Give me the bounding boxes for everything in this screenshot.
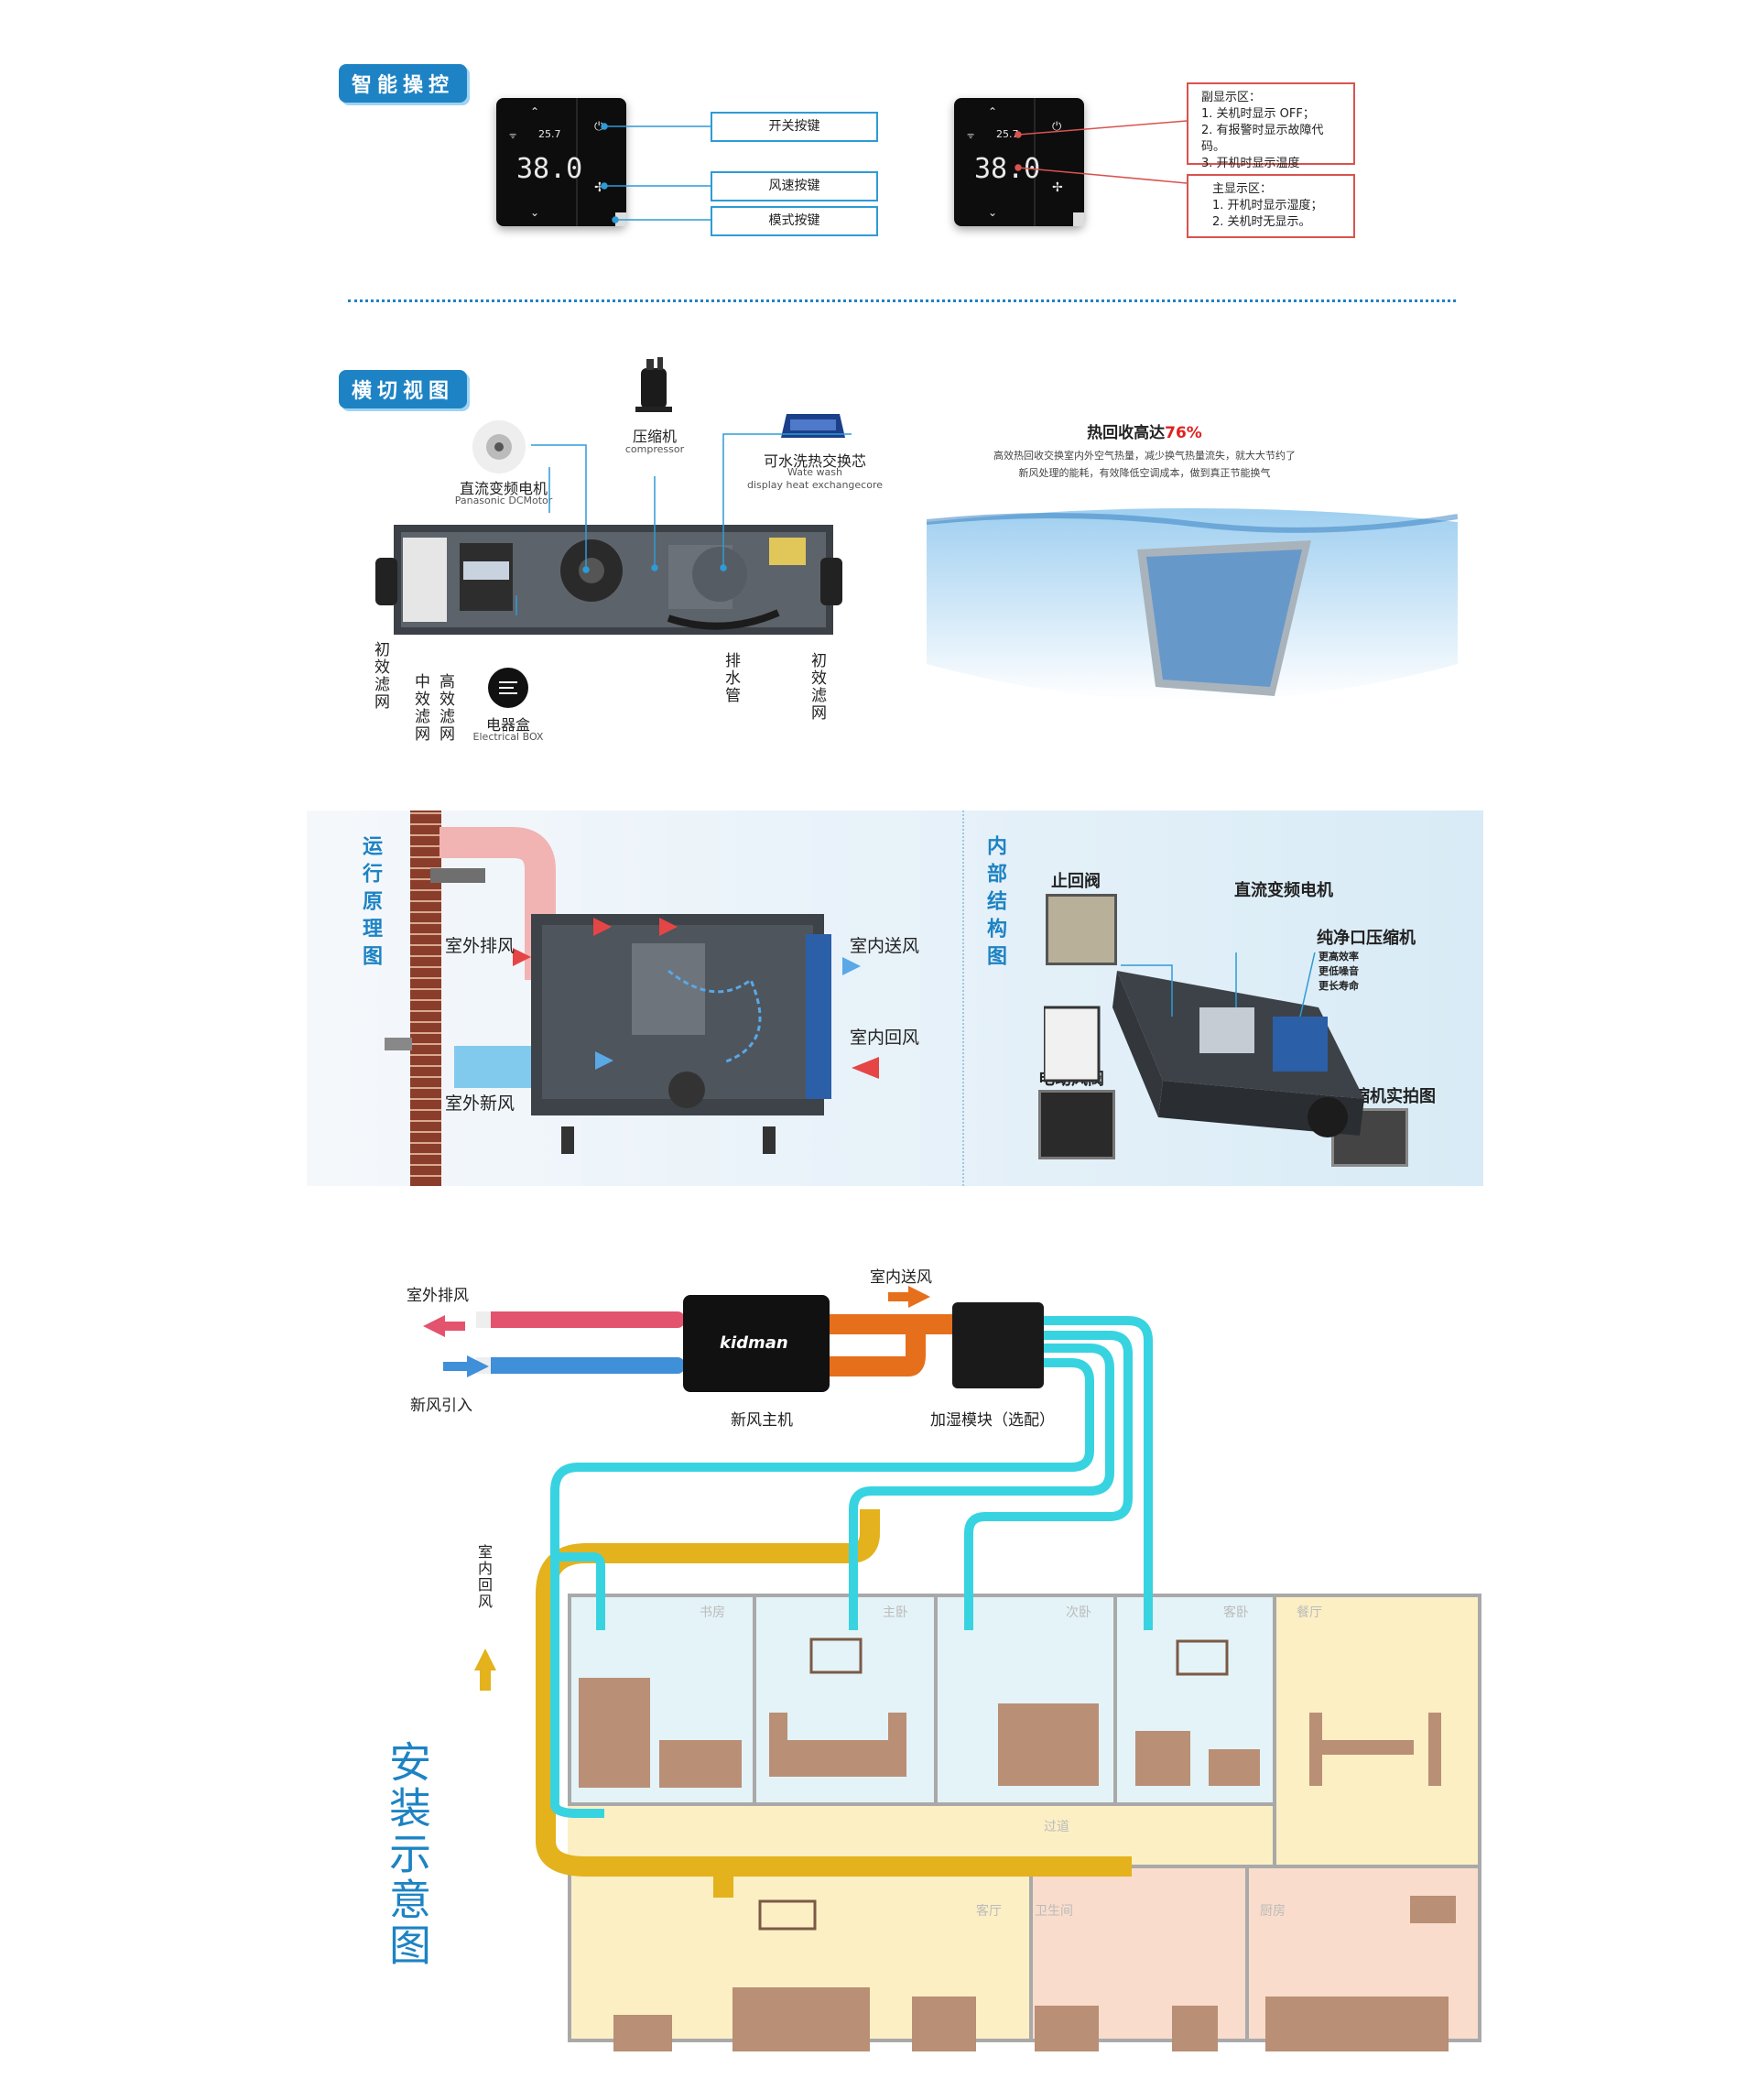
power-icon[interactable]: ⏻ [1052,120,1062,134]
label-outdoor-exhaust: 室外排风 [407,1287,469,1305]
check-valve-photo [1046,894,1117,965]
electrical-box-label: 电器盒 [485,716,530,734]
fan-icon[interactable]: ✢ [594,180,605,195]
electrical-box-icon [488,668,528,708]
flow-outdoor-exhaust: 室外排风 [445,936,515,956]
heat-recovery-title: 热回收高达76% [1087,424,1202,442]
panel-temp-big: 38.0 [516,153,583,185]
electrical-box-sublabel: Electrical BOX [472,731,544,743]
exchange-core-sub1: Wate wash [787,466,842,478]
flow-outdoor-fresh: 室外新风 [445,1094,515,1114]
section-tag-cross-section: 横切视图 [339,370,468,408]
filter-primary-left: 初效滤网 [371,641,389,711]
label-indoor-supply: 室内送风 [870,1268,932,1287]
control-panel-left: ᯤ 25.7 38.0 ⌃ ⌄ ⏻ ✢ [496,98,626,226]
motor-icon [472,420,526,473]
part-motor: 直流变频电机 [1234,881,1333,900]
callout-fan-key: 风速按键 [711,171,878,201]
internal-structure-3d [1044,952,1364,1137]
fan-icon[interactable]: ✢ [1052,180,1063,195]
exchange-core-icon [781,414,845,438]
chevron-down-icon: ⌄ [988,206,998,219]
wifi-icon: ᯤ [967,132,975,141]
info-sub-display: 副显示区： 1. 关机时显示 OFF； 2. 有报警时显示故障代码。 3. 开机… [1187,82,1355,170]
cross-section-unit [375,525,842,635]
water-core-illustration [927,508,1458,701]
section1-leaders [601,120,1188,223]
flow-indoor-return: 室内回风 [850,1028,920,1048]
heat-recovery-line1: 高效热回收交换室内外空气热量，减少换气热量流失，就大大节约了 [993,450,1296,462]
exchange-core-sub2: display heat exchangecore [746,479,884,491]
compressor-feature-2: 更低噪音 [1318,965,1359,977]
info-main-display: 主显示区： 1. 开机时显示湿度； 2. 关机时无显示。 [1187,174,1355,238]
compressor-feature-3: 更长寿命 [1318,980,1359,992]
part-compressor: 纯净口压缩机 [1317,929,1416,948]
dotted-divider [348,299,1456,302]
wifi-icon: ᯤ [509,132,517,141]
part-check-valve: 止回阀 [1051,872,1101,891]
callout-power-key: 开关按键 [711,112,878,142]
section-tag-structure: 内部结构图 [983,835,1006,973]
compressor-sublabel: compressor [624,443,685,455]
panel-temp-small: 25.7 [996,128,1019,140]
filter-medium: 中效滤网 [411,673,429,743]
install-title: 安装示意图 [383,1740,432,1969]
filter-primary-right: 初效滤网 [808,652,826,722]
filter-high: 高效滤网 [436,673,454,743]
flow-indoor-supply: 室内送风 [850,936,920,956]
compressor-feature-1: 更高效率 [1318,951,1359,963]
exchange-core-label: 可水洗热交换芯 [763,452,866,470]
damper-photo [1038,1090,1115,1159]
label-humidifier: 加湿模块（选配） [930,1411,1055,1430]
floor-plan: 书房 主卧 次卧 客卧 餐厅 过道 客厅 卫生间 厨房 [568,1594,1481,2042]
motor-sublabel: Panasonic DCMotor [454,495,553,506]
panel-temp-small: 25.7 [538,128,561,140]
label-fresh-intake: 新风引入 [410,1397,472,1415]
motor-label: 直流变频电机 [459,480,548,497]
power-icon[interactable]: ⏻ [594,120,604,134]
section-tag-control: 智能操控 [339,64,468,103]
chevron-down-icon: ⌄ [530,206,540,219]
airflow-principle [385,827,879,1154]
furniture-and-pipes [423,1286,1456,2051]
section2-leaders [515,433,852,615]
chevron-up-icon: ⌃ [530,105,540,118]
host-brand: kidman [720,1333,788,1353]
compressor-icon [635,357,672,412]
chevron-up-icon: ⌃ [988,105,998,118]
compressor-label: 压缩机 [632,428,677,445]
label-host-unit: 新风主机 [731,1411,793,1430]
label-indoor-return: 室内回风 [475,1544,493,1610]
heat-recovery-line2: 新风处理的能耗，有效降低空调成本，做到真正节能换气 [1018,467,1271,479]
control-panel-right: ᯤ 25.7 38.0 ⌃ ⌄ ⏻ ✢ [954,98,1084,226]
section-tag-principle: 运行原理图 [359,835,382,973]
callout-mode-key: 模式按键 [711,206,878,236]
drain-pipe: 排水管 [722,652,740,704]
